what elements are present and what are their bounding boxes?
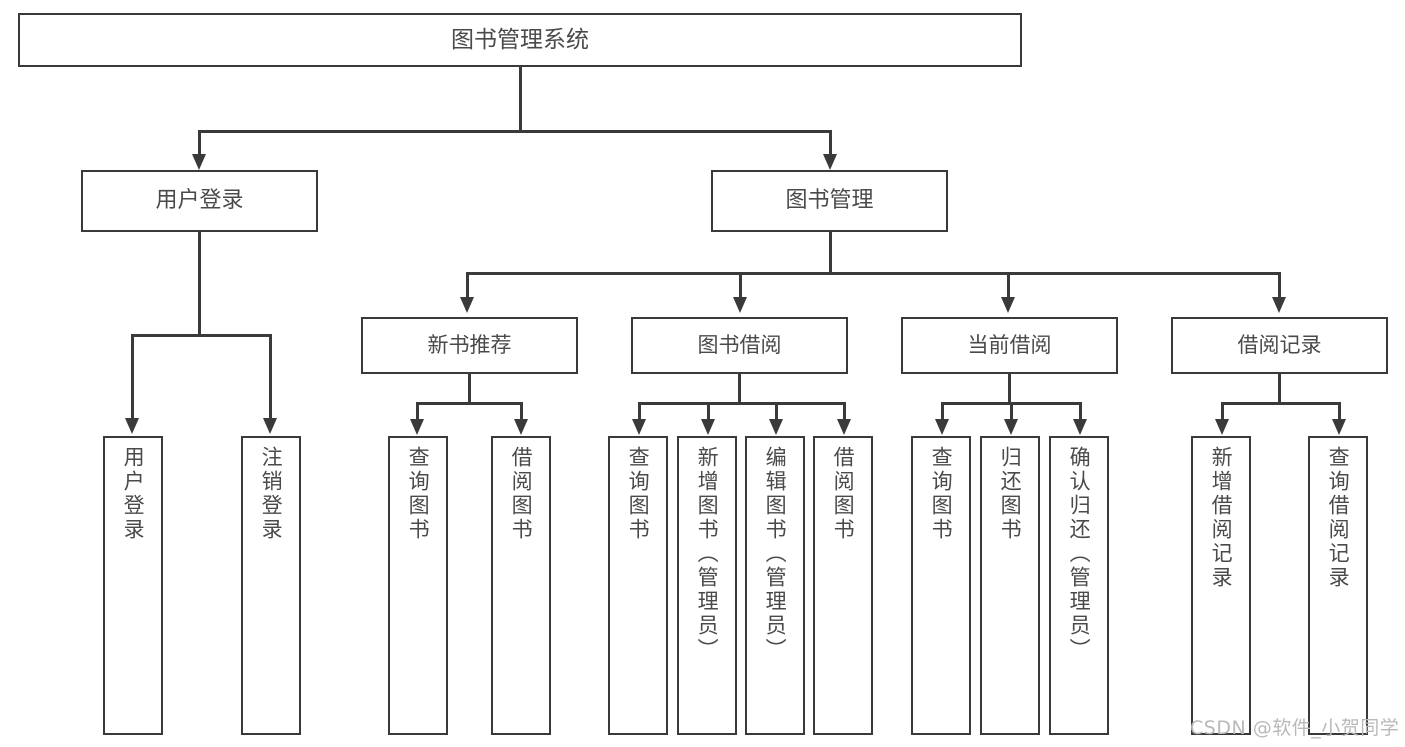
connector-book-manage-to-lvl3-1 [739, 272, 742, 299]
leaf-label: 注销登录 [259, 446, 284, 542]
connector-book-manage-to-lvl3-2 [1007, 272, 1010, 299]
leaf-borrow-record-1[interactable]: 查询借阅记录 [1308, 436, 1368, 735]
connector-borrow-record-stem [1278, 374, 1281, 404]
leaf-label: 确认归还（管理员） [1067, 446, 1092, 662]
connector-current-borrow-to-leaf-0 [941, 402, 944, 421]
connector-current-borrow-to-leaf-1 [1010, 402, 1013, 421]
arrowhead-book-borrow-to-leaf-1 [701, 419, 715, 435]
leaf-book-borrow-1[interactable]: 新增图书（管理员） [677, 436, 737, 735]
leaf-label: 新增图书（管理员） [695, 446, 720, 662]
leaf-label: 借阅图书 [831, 446, 856, 542]
arrowhead-book-manage-to-lvl3-2 [1001, 297, 1015, 313]
connector-root-bar [198, 130, 832, 133]
leaf-book-borrow-2[interactable]: 编辑图书（管理员） [745, 436, 805, 735]
connector-user-login-to-leaf-0 [131, 334, 134, 420]
node-new-book-recommend[interactable]: 新书推荐 [361, 317, 578, 374]
connector-book-borrow-stem [738, 374, 741, 404]
arrowhead-borrow-record-to-leaf-0 [1215, 419, 1229, 435]
connector-current-borrow-stem [1008, 374, 1011, 404]
leaf-borrow-record-0[interactable]: 新增借阅记录 [1191, 436, 1251, 735]
connector-root-stem [519, 67, 522, 132]
arrowhead-book-manage-to-lvl3-1 [733, 297, 747, 313]
connector-user-login-stem [198, 232, 201, 336]
node-book-management[interactable]: 图书管理 [711, 170, 948, 232]
connector-borrow-record-to-leaf-0 [1221, 402, 1224, 421]
leaf-label: 借阅图书 [509, 446, 534, 542]
leaf-current-borrow-1[interactable]: 归还图书 [980, 436, 1040, 735]
connector-book-borrow-to-leaf-3 [843, 402, 846, 421]
node-borrow-record[interactable]: 借阅记录 [1171, 317, 1388, 374]
leaf-book-borrow-3[interactable]: 借阅图书 [813, 436, 873, 735]
node-label: 图书管理系统 [451, 26, 589, 53]
connector-new-book-to-leaf-1 [520, 402, 523, 421]
arrowhead-user-login-to-leaf-0 [125, 418, 139, 434]
node-label: 借阅记录 [1237, 333, 1322, 358]
connector-borrow-record-bar [1221, 402, 1338, 405]
connector-book-borrow-to-leaf-1 [707, 402, 710, 421]
leaf-current-borrow-0[interactable]: 查询图书 [911, 436, 971, 735]
leaf-user-login-0[interactable]: 用户登录 [103, 436, 163, 735]
leaf-label: 用户登录 [121, 446, 146, 542]
leaf-label: 查询借阅记录 [1326, 446, 1351, 590]
connector-new-book-bar [416, 402, 520, 405]
connector-book-manage-to-lvl3-0 [466, 272, 469, 299]
arrowhead-current-borrow-to-leaf-0 [935, 419, 949, 435]
connector-current-borrow-to-leaf-2 [1079, 402, 1082, 421]
connector-user-login-to-leaf-1 [269, 334, 272, 420]
connector-new-book-to-leaf-0 [416, 402, 419, 421]
node-label: 图书借阅 [697, 333, 782, 358]
arrowhead-new-book-to-leaf-0 [410, 419, 424, 435]
arrowhead-new-book-to-leaf-1 [514, 419, 528, 435]
arrowhead-user-login-to-leaf-1 [263, 418, 277, 434]
connector-book-manage-to-lvl3-3 [1278, 272, 1281, 299]
arrowhead-book-manage-to-lvl3-0 [460, 297, 474, 313]
leaf-label: 查询图书 [406, 446, 431, 542]
connector-book-borrow-to-leaf-0 [638, 402, 641, 421]
leaf-book-borrow-0[interactable]: 查询图书 [608, 436, 668, 735]
connector-book-manage-bar [466, 272, 1280, 275]
arrowhead-borrow-record-to-leaf-1 [1332, 419, 1346, 435]
leaf-user-login-1[interactable]: 注销登录 [241, 436, 301, 735]
node-current-borrow[interactable]: 当前借阅 [901, 317, 1118, 374]
node-label: 用户登录 [155, 188, 244, 214]
node-label: 图书管理 [785, 188, 874, 214]
connector-book-borrow-bar [638, 402, 845, 405]
leaf-new-book-recommend-0[interactable]: 查询图书 [388, 436, 448, 735]
csdn-watermark: CSDN @软件_小贺同学 [1190, 717, 1400, 739]
arrowhead-current-borrow-to-leaf-2 [1073, 419, 1087, 435]
node-root-system[interactable]: 图书管理系统 [18, 13, 1022, 67]
connector-root-to-user-login [198, 130, 201, 156]
node-user-login[interactable]: 用户登录 [81, 170, 318, 232]
leaf-label: 归还图书 [998, 446, 1023, 542]
leaf-new-book-recommend-1[interactable]: 借阅图书 [491, 436, 551, 735]
arrowhead-book-manage-to-lvl3-3 [1272, 297, 1286, 313]
arrowhead-root-to-user-login [192, 154, 206, 170]
connector-borrow-record-to-leaf-1 [1338, 402, 1341, 421]
leaf-current-borrow-2[interactable]: 确认归还（管理员） [1049, 436, 1109, 735]
connector-user-login-bar [131, 334, 269, 337]
connector-new-book-stem [468, 374, 471, 404]
arrowhead-current-borrow-to-leaf-1 [1004, 419, 1018, 435]
connector-root-to-book-manage [829, 130, 832, 156]
arrowhead-book-borrow-to-leaf-3 [837, 419, 851, 435]
arrowhead-book-borrow-to-leaf-2 [769, 419, 783, 435]
arrowhead-book-borrow-to-leaf-0 [632, 419, 646, 435]
arrowhead-root-to-book-manage [823, 154, 837, 170]
node-book-borrow[interactable]: 图书借阅 [631, 317, 848, 374]
connector-book-manage-stem [829, 232, 832, 274]
leaf-label: 编辑图书（管理员） [763, 446, 788, 662]
connector-book-borrow-to-leaf-2 [775, 402, 778, 421]
leaf-label: 查询图书 [929, 446, 954, 542]
node-label: 新书推荐 [427, 333, 512, 358]
node-label: 当前借阅 [967, 333, 1052, 358]
leaf-label: 新增借阅记录 [1209, 446, 1234, 590]
leaf-label: 查询图书 [626, 446, 651, 542]
